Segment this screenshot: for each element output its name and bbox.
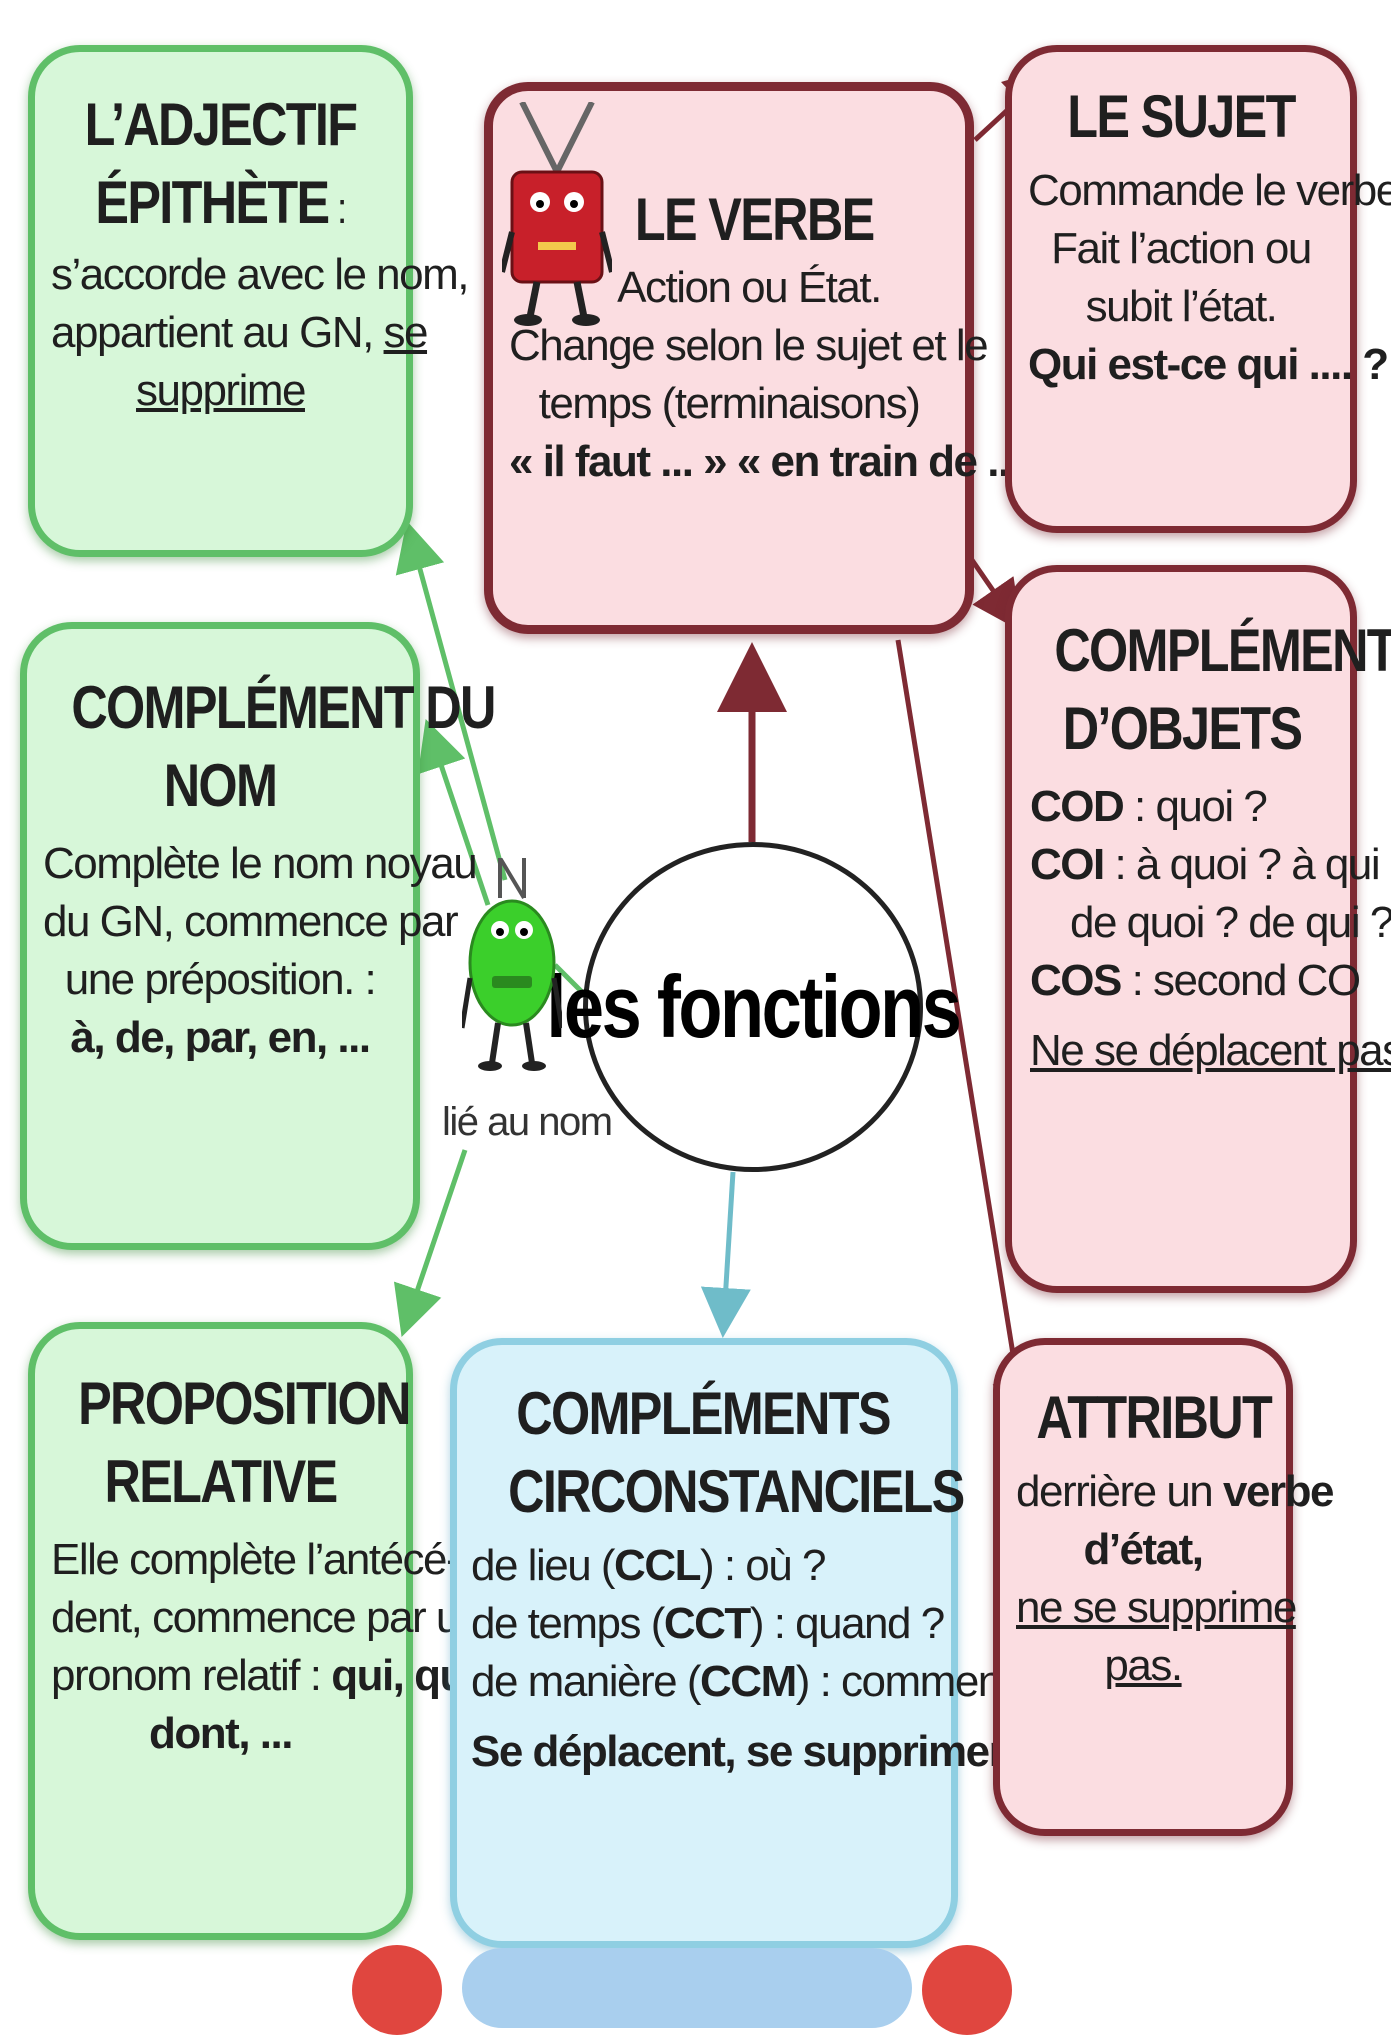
complement-nom-line4: à, de, par, en, ... [70,1013,371,1063]
relative-line1: Elle complète l’antécé- [51,1535,461,1584]
complements-circonstanciels-box: COMPLÉMENTS CIRCONSTANCIELS de lieu (CCL… [450,1338,1047,1948]
circ-line-temps: de temps (CCT) : quand ? [471,1599,945,1649]
sujet-title: LE SUJET [1067,83,1296,150]
verbe-line1: Action ou État. [617,263,882,312]
objets-title-line2: D’OBJETS [1062,695,1303,762]
adjectif-title-line2: ÉPITHÈTE : [95,169,347,236]
adjectif-line3: supprime [136,366,306,416]
bottom-red-circle-right [922,1945,1012,2035]
complement-du-nom-box: COMPLÉMENT DU NOM Complète le nom noyau … [20,622,496,1250]
center-node: les fonctions [546,842,962,1172]
complement-nom-line3: une préposition. : [64,955,377,1005]
sujet-line1: Commande le verbe. [1028,166,1391,215]
sujet-box: LE SUJET Commande le verbe. Fait l’actio… [1005,45,1391,533]
attribut-box: ATTRIBUT derrière un verbe d’état, ne se… [993,1338,1334,1836]
circ-title-line2: CIRCONSTANCIELS [508,1458,965,1525]
attribut-line2: d’état, [1083,1525,1204,1575]
attribut-title: ATTRIBUT [1036,1384,1272,1451]
relative-line4: dont, ... [149,1709,293,1759]
relative-title-line1: PROPOSITION [78,1370,411,1437]
complement-nom-title-line1: COMPLÉMENT DU [71,674,496,741]
arrow-nom-to-relative [393,1149,468,1337]
bottom-blue-bar [462,1948,912,2028]
arrow-center-to-circonstanciels [700,1171,751,1338]
arrow-verbe-to-objets [969,558,1022,632]
adjectif-line2: appartient au GN, se [51,308,429,358]
circ-line-lieu: de lieu (CCL) : où ? [471,1541,826,1590]
circ-note: Se déplacent, se suppriment [471,1727,1029,1777]
circ-title-line1: COMPLÉMENTS [516,1380,891,1447]
verbe-title: LE VERBE [634,186,875,253]
lie-au-nom-label: lié au nom [442,1100,613,1144]
sujet-line2: Fait l’action ou [1051,224,1312,274]
arrow-nom-to-complement [417,719,491,906]
arrow-nom-to-adjectif [395,520,508,881]
verbe-line2: Change selon le sujet et le [509,321,989,371]
objets-coi-line: COI : à quoi ? à qui ? [1030,840,1391,890]
relative-line2: dent, commence par un [51,1593,483,1643]
verbe-box: LE VERBE Action ou État. Change selon le… [484,82,1055,634]
proposition-relative-box: PROPOSITION RELATIVE Elle complète l’ant… [28,1322,500,1940]
objets-cod-line: COD : quoi ? [1030,782,1268,831]
attribut-line3: ne se supprime [1016,1583,1297,1633]
verbe-line3: temps (terminaisons) [538,379,921,429]
relative-line3: pronom relatif : qui, que, [51,1651,500,1701]
center-label: les fonctions [546,957,962,1056]
complement-nom-title-line2: NOM [163,752,278,819]
relative-title-line2: RELATIVE [104,1448,338,1515]
connector-layer [393,66,1055,1430]
complement-nom-line2: du GN, commence par [43,897,459,947]
objets-note: Ne se déplacent pas [1030,1026,1391,1076]
objets-coi-line2: de quoi ? de qui ? [1070,898,1391,948]
attribut-line4: pas. [1104,1641,1183,1691]
objets-title-line1: COMPLÉMENTS [1054,617,1391,684]
arrow-verbe-to-attribut [895,639,1042,1430]
sujet-line3: subit l’état. [1085,282,1278,332]
complements-objets-box: COMPLÉMENTS D’OBJETS COD : quoi ? COI : … [1005,565,1391,1293]
complement-nom-line1: Complète le nom noyau [43,839,478,888]
verbe-mascot-icon [502,102,612,326]
bottom-red-circle-left [352,1945,442,2035]
nom-mascot-icon [462,858,562,1071]
adjectif-epithete-box: L’ADJECTIF ÉPITHÈTE : s’accorde avec le … [28,45,470,557]
circ-line-maniere: de manière (CCM) : comment ? [471,1657,1047,1707]
line-nom-to-center [553,963,587,997]
objets-cos-line: COS : second CO [1030,956,1361,1006]
verbe-line4: « il faut ... » « en train de ... » [509,437,1055,487]
attribut-line1: derrière un verbe [1016,1467,1334,1516]
sujet-line4: Qui est-ce qui .... ? [1028,340,1389,390]
adjectif-title-line1: L’ADJECTIF [84,91,358,158]
adjectif-line1: s’accorde avec le nom, [51,250,470,299]
